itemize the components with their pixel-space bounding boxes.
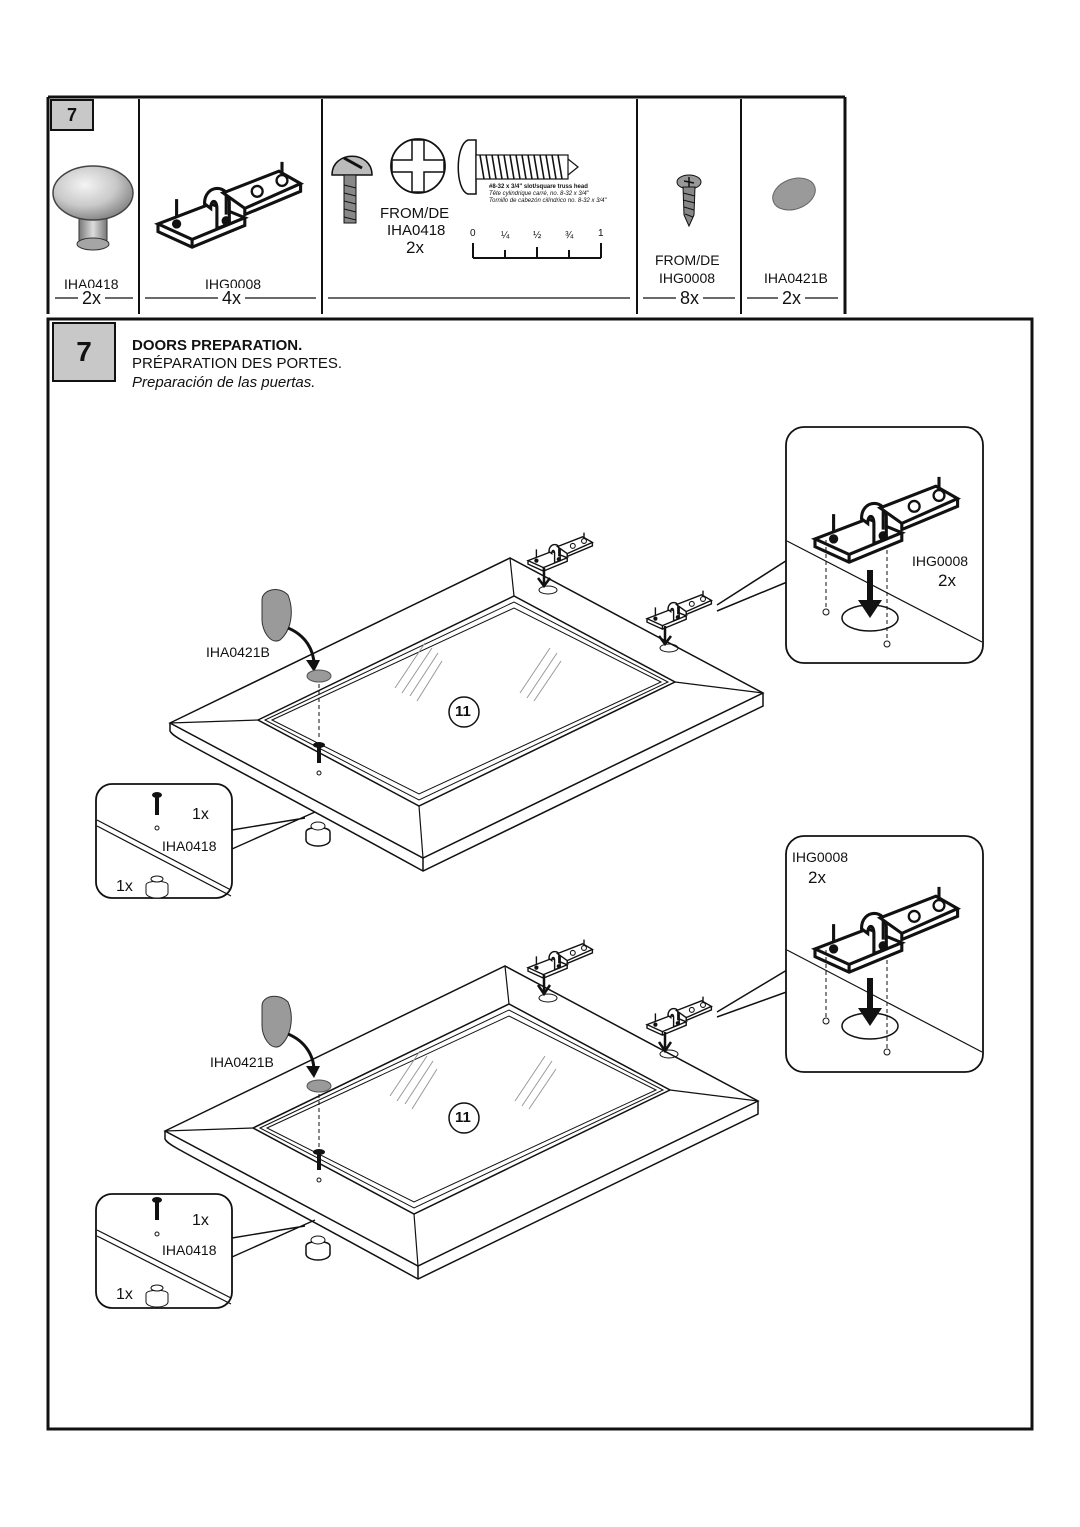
screw-head-top-icon xyxy=(390,138,446,194)
hinge-callout-qty: 2x xyxy=(808,868,826,887)
step-badge-small: 7 xyxy=(50,99,94,131)
hinge-callout-2 xyxy=(785,835,984,1073)
bumper-label: IHA0421B xyxy=(206,644,270,660)
title-fr: PRÉPARATION DES PORTES. xyxy=(132,355,343,372)
screw-spec-en: #8-32 x 3/4" slot/square truss head xyxy=(489,184,588,190)
knob-code: IHA0418 xyxy=(162,838,217,854)
title-en: DOORS PREPARATION. xyxy=(132,337,303,354)
part-qty: 4x xyxy=(218,288,246,309)
inch-ruler xyxy=(472,243,602,259)
knob-icon xyxy=(52,165,134,251)
knob-callout-2 xyxy=(95,1193,316,1309)
title-es: Preparación de las puertas. xyxy=(132,374,316,391)
knob-screw-qty: 1x xyxy=(192,806,209,823)
ruler-tick-label: ½ xyxy=(533,230,542,241)
bumper-pad-icon xyxy=(772,177,816,211)
bumper-label: IHA0421B xyxy=(210,1054,274,1070)
truss-screw-icon xyxy=(331,155,373,224)
hinge-callout-code: IHG0008 xyxy=(912,553,969,569)
wood-screw-icon xyxy=(676,174,702,228)
part-number-label: 11 xyxy=(455,703,471,720)
part-qty: 2x xyxy=(778,288,806,309)
knob-qty: 1x xyxy=(116,1286,133,1303)
part-number-label: 11 xyxy=(455,1109,471,1126)
hinge-callout-1 xyxy=(785,426,984,664)
knob-qty: 1x xyxy=(116,878,133,895)
screw-spec-fr: Tête cylindrique carré, no. 8-32 x 3/4" xyxy=(489,191,589,197)
part-qty: 2x xyxy=(78,288,106,309)
screw-spec-es: Tornillo de cabezón cilíndrico no. 8-32 … xyxy=(489,198,607,204)
ruler-tick-label: 1 xyxy=(598,228,604,239)
knob-callout-1 xyxy=(95,783,316,899)
ruler-tick-label: 0 xyxy=(470,228,476,239)
knob-screw-qty: 1x xyxy=(192,1212,209,1229)
screw-full-size-icon xyxy=(457,139,579,195)
door-2-diagram xyxy=(95,835,984,1309)
door-1-diagram xyxy=(95,426,984,899)
main-panel-border xyxy=(46,317,1034,1431)
ruler-tick-label: ¼ xyxy=(501,230,510,241)
hinge-icon xyxy=(156,160,303,249)
ruler-tick-label: ¾ xyxy=(565,230,574,241)
part-qty: 2x xyxy=(406,238,424,257)
knob-code: IHA0418 xyxy=(162,1242,217,1258)
part-code-prefix: FROM/DE xyxy=(655,252,720,268)
part-qty: 8x xyxy=(676,288,704,309)
hinge-callout-code: IHG0008 xyxy=(792,849,849,865)
part-code: IHG0008 xyxy=(659,270,716,286)
part-number-circle xyxy=(448,1102,480,1134)
part-code-prefix: FROM/DE xyxy=(380,205,450,222)
part-number-circle xyxy=(448,696,480,728)
part-code: IHA0418 xyxy=(387,222,446,239)
part-code: IHA0421B xyxy=(764,270,828,286)
hinge-callout-qty: 2x xyxy=(938,571,956,590)
step-badge-large: 7 xyxy=(52,322,116,382)
